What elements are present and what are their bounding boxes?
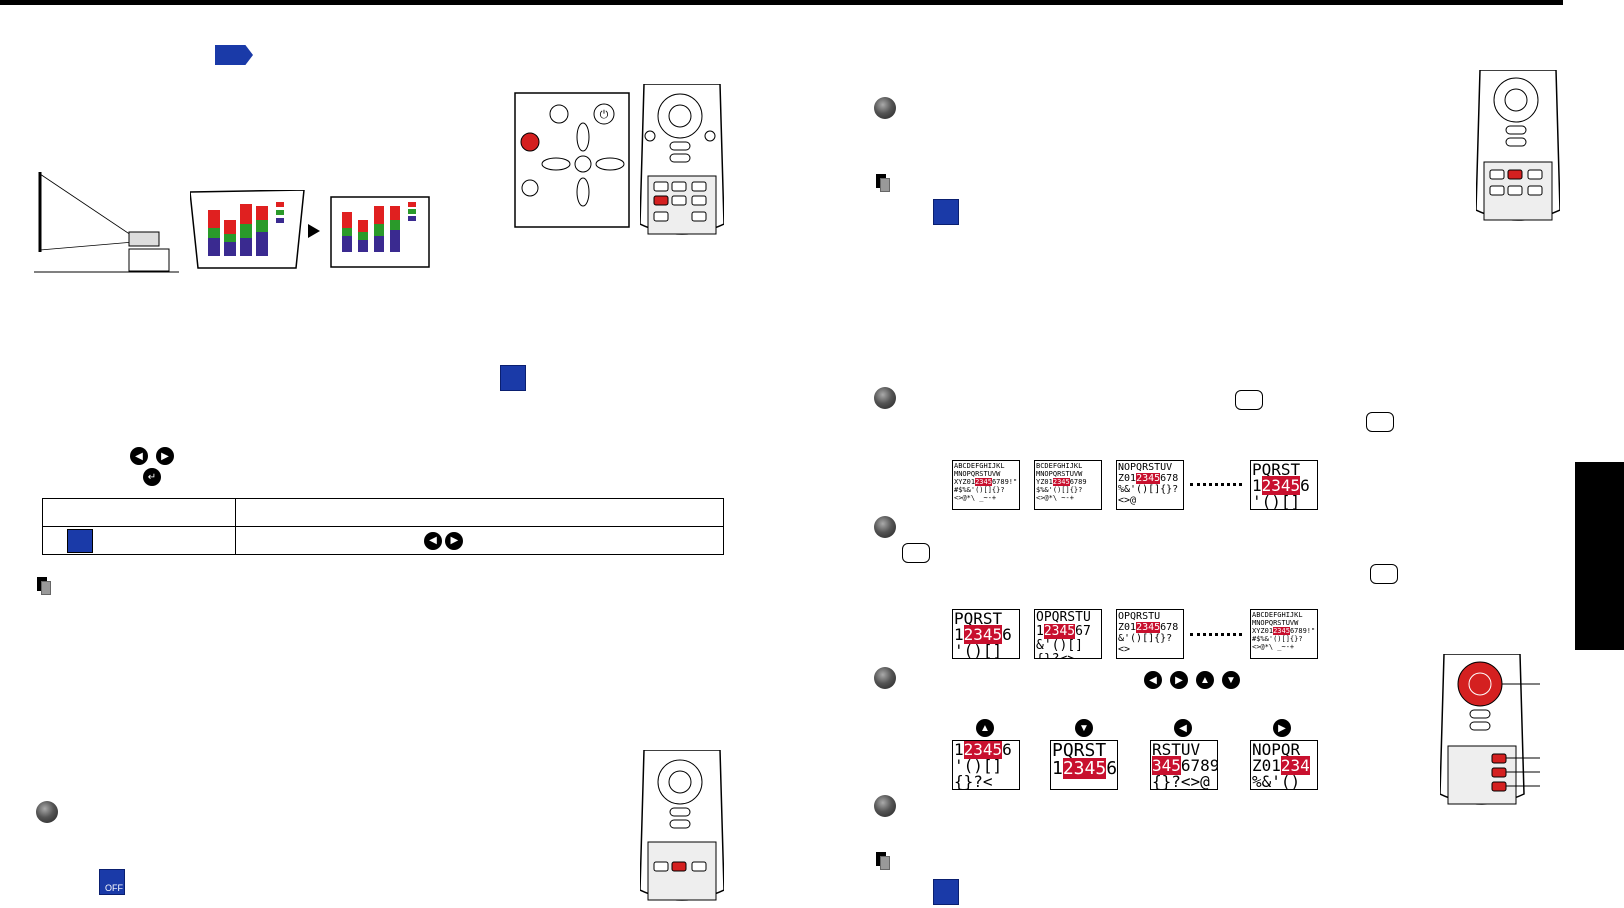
video-off-label: OFF: [105, 883, 123, 893]
left-arrow-button-icon: ◀: [424, 531, 442, 550]
note-icon: [876, 174, 890, 192]
step-bullet-icon: [874, 667, 896, 689]
table-row: ◀ ▶: [42, 526, 724, 555]
left-arrow-button-icon: ◀: [1144, 671, 1162, 689]
table-cell: [42, 526, 236, 555]
down-arrow-button-icon: ▼: [1222, 671, 1240, 689]
corrected-chart-sample: [330, 196, 430, 268]
enter-button-icon: ↵: [143, 468, 161, 486]
table-cell: ◀ ▶: [235, 526, 724, 555]
video-off-menu-icon: OFF: [99, 869, 125, 895]
pan-result-thumb: RSTUV 3456789 {}?<>@: [1150, 740, 1218, 790]
step-bullet-icon: [874, 795, 896, 817]
top-rule: [0, 0, 1563, 5]
chapter-flag-icon: [215, 45, 253, 65]
magnify-step-thumb: ABCDEFGHIJKL MNOPQRSTUVW XYZ0123456789!"…: [1250, 609, 1318, 659]
magnify-step-thumb: PQRST 123456 '()[]{}?<: [952, 609, 1020, 659]
step-bullet-icon: [874, 516, 896, 538]
magnify-step-thumb: BCDEFGHIJKL MNOPQRSTUVW YZ0123456789 $%&…: [1034, 460, 1102, 510]
magnify-step-thumb: ABCDEFGHIJKL MNOPQRSTUVW XYZ0123456789!"…: [952, 460, 1020, 510]
table-cell: [42, 498, 236, 527]
down-arrow-button-icon: ▼: [1075, 719, 1093, 737]
keystone-projection-diagram: [34, 172, 179, 273]
pan-result-thumb: NOPQR Z01234 %&'()[]{}: [1250, 740, 1318, 790]
magnify-down-key-icon: [902, 543, 930, 563]
magnify-step-thumb: OPQRSTU Z012345678 &'()[]{}?<>: [1116, 609, 1184, 659]
pan-result-thumb: PQRST 123456: [1050, 740, 1118, 790]
projector-control-panel: ⏻: [514, 92, 630, 228]
left-right-buttons: ◀ ▶: [424, 531, 464, 550]
right-arrow-button-icon: ▶: [445, 531, 464, 550]
section-tab: [1575, 462, 1624, 650]
step-bullet-icon: [874, 387, 896, 409]
sample-bars: [208, 204, 268, 256]
up-arrow-button-icon: ▲: [976, 719, 994, 737]
pan-result-thumb: 123456 '()[]{}?<: [952, 740, 1020, 790]
svg-text:⏻: ⏻: [600, 108, 609, 121]
up-arrow-button-icon: ▲: [1196, 671, 1214, 689]
magnify-step-thumb: NOPQRSTUV Z012345678 %&'()[]{}?<>@: [1116, 460, 1184, 510]
step-bullet-icon: [36, 801, 58, 823]
magnify-step-thumb: PQRST 123456 '()[]{}?<: [1250, 460, 1318, 510]
right-arrow-button-icon: ▶: [156, 447, 174, 465]
menu-settings-table: ◀ ▶: [42, 498, 724, 555]
aspect-menu-icon: [500, 365, 526, 391]
right-arrow-button-icon: ▶: [1273, 719, 1291, 737]
magnify-up-key-icon: [1366, 412, 1394, 432]
fullscreen-menu-icon: [933, 879, 959, 905]
progression-dots: [1190, 633, 1242, 636]
table-cell: [235, 498, 724, 527]
arrow-right-icon: [308, 224, 320, 238]
keystone-menu-icon: [67, 528, 93, 553]
remote-control-illustration: [640, 84, 724, 235]
note-icon: [876, 852, 890, 870]
step-bullet-icon: [874, 97, 896, 119]
remote-control-illustration: [1440, 654, 1540, 805]
left-arrow-button-icon: ◀: [130, 447, 148, 465]
table-header-row: [42, 498, 724, 527]
progression-dots: [1190, 483, 1242, 486]
distorted-chart-sample: [190, 190, 305, 269]
right-arrow-button-icon: ▶: [1170, 671, 1188, 689]
magnify-step-thumb: OPQRSTU 1234567 &'()[]{}?<>: [1034, 609, 1102, 659]
magnify-up-key-icon: [1235, 390, 1263, 410]
freeze-menu-icon: [933, 199, 959, 225]
note-icon: [37, 577, 51, 595]
magnify-down-key-icon: [1370, 564, 1398, 584]
remote-control-illustration: [640, 750, 724, 901]
remote-control-illustration: [1476, 70, 1560, 221]
left-arrow-button-icon: ◀: [1174, 719, 1192, 737]
